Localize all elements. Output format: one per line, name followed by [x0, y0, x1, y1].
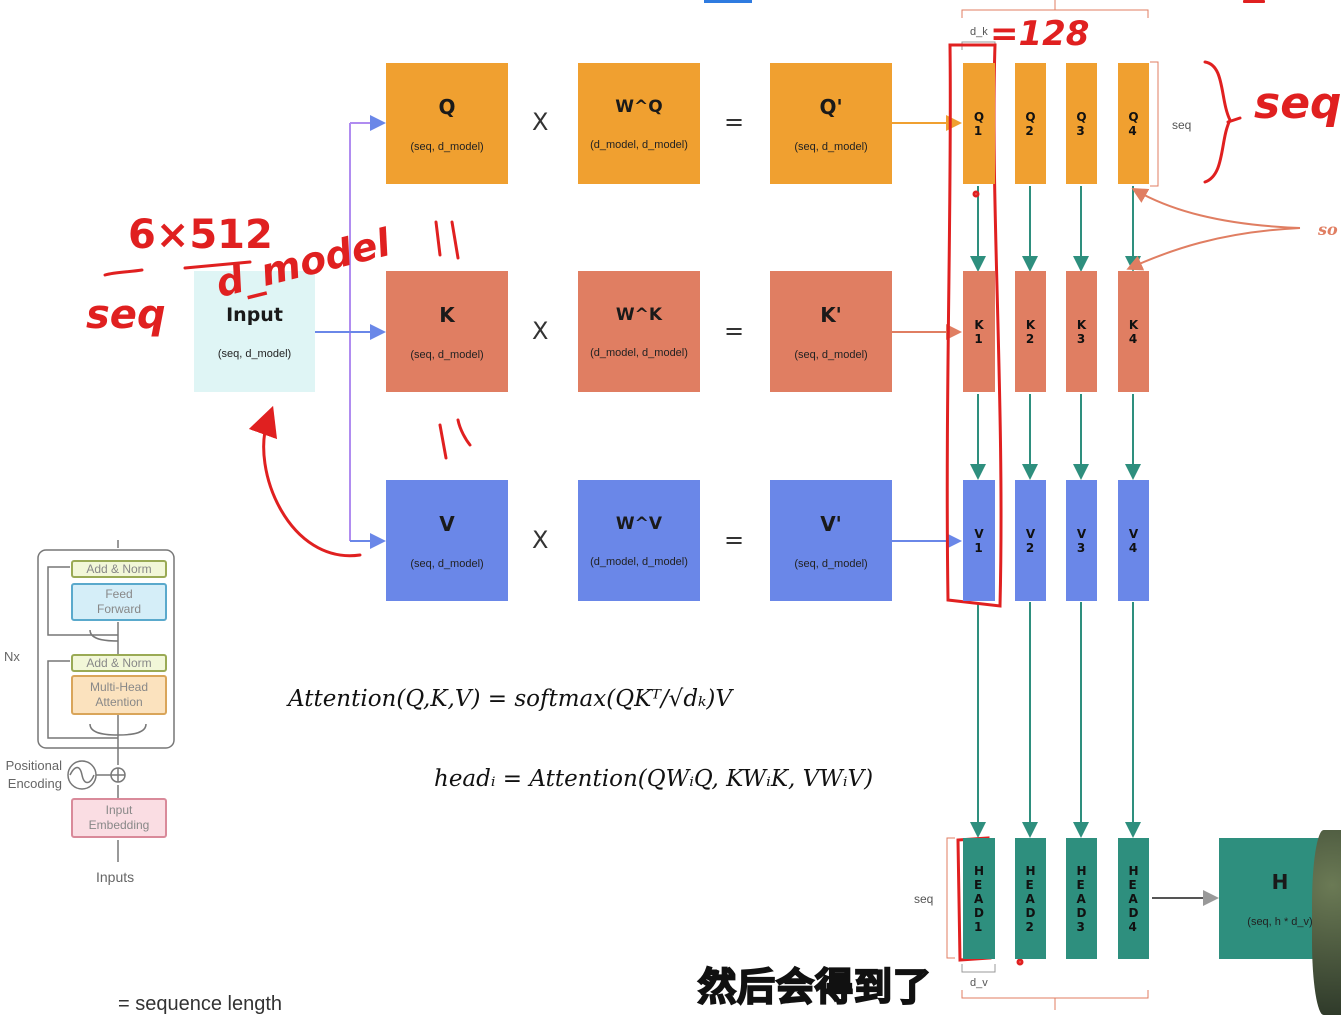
encoder-add-norm-bottom: Add & Norm — [71, 654, 167, 672]
matrix-v-prime: V' (seq, d_model) — [770, 480, 892, 601]
matrix-wk-dims: (d_model, d_model) — [590, 346, 688, 359]
encoder-inputs-label: Inputs — [96, 869, 135, 885]
dk-top-label: d_k — [970, 26, 988, 38]
head-k-3: K 3 — [1066, 271, 1097, 392]
encoder-add-norm-top-label: Add & Norm — [86, 561, 152, 576]
presenter-silhouette — [1312, 830, 1341, 1015]
equals-operator-k: = — [724, 317, 745, 345]
matrix-k-dims: (seq, d_model) — [410, 348, 484, 361]
head-output-1: H E A D 1 — [963, 838, 995, 959]
encoder-feed-forward-label: Feed Forward — [96, 587, 141, 616]
matrix-k: K (seq, d_model) — [386, 271, 508, 392]
head-v-1-label: V 1 — [974, 526, 984, 555]
encoder-multi-head-label: Multi-Head Attention — [89, 680, 149, 709]
matrix-wv-dims: (d_model, d_model) — [590, 555, 688, 568]
matrix-input: Input (seq, d_model) — [194, 271, 315, 392]
matrix-wk-label: W^K — [615, 304, 663, 325]
encoder-add-norm-bottom-label: Add & Norm — [86, 655, 152, 670]
matrix-v: V (seq, d_model) — [386, 480, 508, 601]
head-k-1: K 1 — [963, 271, 995, 392]
head-output-2: H E A D 2 — [1015, 838, 1046, 959]
annotation-so: so — [1318, 220, 1338, 239]
matrix-q-prime-dims: (seq, d_model) — [794, 140, 868, 153]
head-q-2-label: Q 2 — [1025, 109, 1036, 138]
head-v-2: V 2 — [1015, 480, 1046, 601]
matrix-wq: W^Q (d_model, d_model) — [578, 63, 700, 184]
head-v-1: V 1 — [963, 480, 995, 601]
head-q-3-label: Q 3 — [1076, 109, 1087, 138]
matrix-input-label: Input — [226, 303, 283, 326]
head-q-4: Q 4 — [1118, 63, 1149, 184]
head-k-3-label: K 3 — [1076, 317, 1087, 346]
annotation-seq-left: seq — [86, 292, 166, 338]
head-output-4-label: H E A D 4 — [1128, 863, 1139, 934]
equals-operator-v: = — [724, 526, 745, 554]
matrix-k-prime-dims: (seq, d_model) — [794, 348, 868, 361]
matrix-input-dims: (seq, d_model) — [217, 347, 292, 360]
matrix-wq-label: W^Q — [615, 96, 663, 117]
head-output-3: H E A D 3 — [1066, 838, 1097, 959]
seq-right-label: seq — [1172, 118, 1192, 132]
encoder-add-norm-top: Add & Norm — [71, 560, 167, 578]
encoder-nx-label: Nx — [4, 649, 20, 664]
head-q-3: Q 3 — [1066, 63, 1097, 184]
head-output-4: H E A D 4 — [1118, 838, 1149, 959]
matrix-q-label: Q — [438, 94, 456, 119]
attention-formula: Attention(Q,K,V) = softmax(QKᵀ/√dₖ)V — [288, 686, 733, 712]
head-v-3-label: V 3 — [1076, 526, 1087, 555]
equals-operator-q: = — [724, 108, 745, 136]
video-subtitle: 然后会得到了 — [697, 964, 933, 1010]
annotation-6x512: 6×512 — [128, 212, 273, 258]
encoder-input-embedding: Input Embedding — [71, 798, 167, 838]
seq-left-label: seq — [914, 892, 934, 906]
matrix-h-dims: (seq, h * d_v) — [1247, 915, 1313, 928]
matrix-wv: W^V (d_model, d_model) — [578, 480, 700, 601]
head-output-1-label: H E A D 1 — [973, 863, 985, 934]
matrix-q: Q (seq, d_model) — [386, 63, 508, 184]
encoder-positional-label: Positional Encoding — [5, 758, 62, 791]
head-v-2-label: V 2 — [1025, 526, 1036, 555]
times-operator-k: X — [532, 317, 549, 345]
footer-text: = sequence length — [118, 993, 283, 1015]
matrix-k-prime: K' (seq, d_model) — [770, 271, 892, 392]
head-k-4-label: K 4 — [1128, 317, 1139, 346]
matrix-wv-label: W^V — [615, 513, 663, 534]
head-v-4-label: V 4 — [1128, 526, 1139, 555]
encoder-multi-head: Multi-Head Attention — [71, 675, 167, 715]
head-v-3: V 3 — [1066, 480, 1097, 601]
head-q-2: Q 2 — [1015, 63, 1046, 184]
head-k-1-label: K 1 — [974, 317, 984, 346]
encoder-input-embedding-label: Input Embedding — [88, 803, 150, 832]
head-v-4: V 4 — [1118, 480, 1149, 601]
head-k-2: K 2 — [1015, 271, 1046, 392]
times-operator-q: X — [532, 108, 549, 136]
matrix-v-label: V — [439, 511, 455, 536]
matrix-h-label: H — [1271, 869, 1289, 894]
annotation-128: =128 — [990, 14, 1090, 54]
matrix-k-label: K — [439, 302, 455, 327]
matrix-k-prime-label: K' — [820, 302, 842, 327]
matrix-v-prime-label: V' — [820, 511, 842, 536]
matrix-q-dims: (seq, d_model) — [410, 140, 484, 153]
head-q-1: Q 1 — [963, 63, 995, 184]
head-q-1-label: Q 1 — [973, 109, 985, 138]
matrix-q-prime-label: Q' — [819, 94, 843, 119]
matrix-q-prime: Q' (seq, d_model) — [770, 63, 892, 184]
times-operator-v: X — [532, 526, 549, 554]
matrix-wk: W^K (d_model, d_model) — [578, 271, 700, 392]
head-output-3-label: H E A D 3 — [1076, 863, 1087, 934]
encoder-feed-forward: Feed Forward — [71, 583, 167, 621]
head-k-2-label: K 2 — [1025, 317, 1036, 346]
matrix-wq-dims: (d_model, d_model) — [590, 138, 688, 151]
head-k-4: K 4 — [1118, 271, 1149, 392]
head-output-2-label: H E A D 2 — [1025, 863, 1036, 934]
matrix-v-prime-dims: (seq, d_model) — [794, 557, 868, 570]
annotation-seq-brace: seq — [1254, 78, 1341, 129]
dv-bottom-label: d_v — [970, 977, 988, 989]
matrix-v-dims: (seq, d_model) — [410, 557, 484, 570]
head-formula: headᵢ = Attention(QWᵢQ, KWᵢK, VWᵢV) — [434, 766, 874, 792]
head-q-4-label: Q 4 — [1128, 109, 1139, 138]
